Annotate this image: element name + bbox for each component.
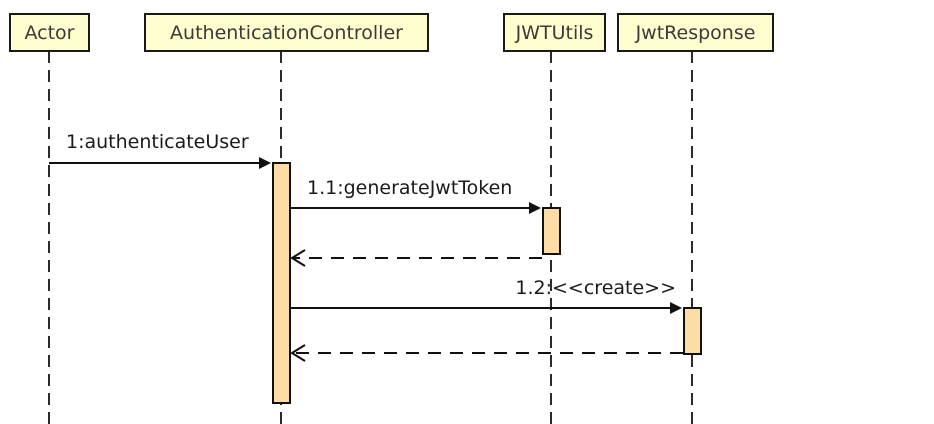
activation-authentication-controller [272,162,291,404]
message-1-1 [291,202,541,214]
participant-authentication-controller[interactable]: AuthenticationController [144,13,429,52]
message-1-2-return-arrowhead [290,344,306,362]
message-1-1-arrowhead [529,202,541,214]
message-1-label: 1:authenticateUser [66,131,249,153]
message-1-1-return [290,249,542,267]
message-1-2-arrowhead [670,302,682,314]
message-labels-layer: 1:authenticateUser 1.1:generateJwtToken 1.… [66,131,676,299]
participant-box-actor[interactable] [9,13,90,52]
participant-label-jwt-utils: JWTUtils [515,22,594,44]
message-1 [49,157,271,169]
activation-jwt-utils [542,207,561,255]
participants-layer: Actor AuthenticationController JWTUtils Jwt… [9,13,774,52]
participant-box-authentication-controller[interactable] [144,13,429,52]
participant-box-jwt-response[interactable] [617,13,774,52]
participant-actor[interactable]: Actor [9,13,90,52]
participant-box-jwt-utils[interactable] [503,13,606,52]
message-1-2-label: 1.2:<<create>> [515,277,676,299]
activations-layer [272,162,702,404]
lifelines-layer [48,51,693,424]
message-1-2-return [290,344,683,362]
participant-label-authentication-controller: AuthenticationController [170,22,403,44]
message-1-arrowhead [259,157,271,169]
message-1-1-return-arrowhead [290,249,306,267]
message-1-2 [291,302,682,314]
message-1-1-label: 1.1:generateJwtToken [307,177,512,199]
participant-label-actor: Actor [25,22,75,44]
participant-jwt-response[interactable]: JwtResponse [617,13,774,52]
messages-layer [49,157,683,362]
activation-jwt-response [683,307,702,355]
participant-jwt-utils[interactable]: JWTUtils [503,13,606,52]
participant-label-jwt-response: JwtResponse [635,22,756,44]
